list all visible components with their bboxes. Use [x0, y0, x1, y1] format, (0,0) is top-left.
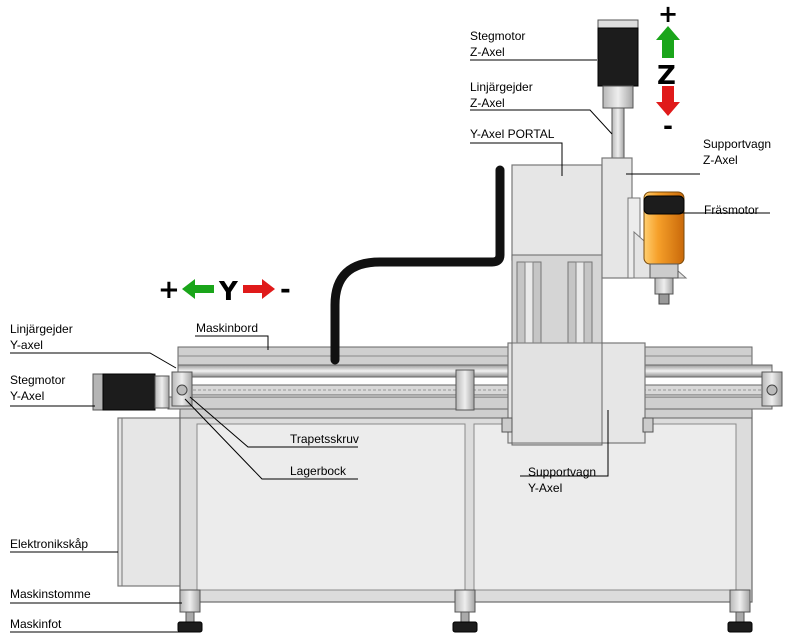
label-y-axel-portal: Y-Axel PORTAL	[470, 127, 555, 141]
arrow-right-icon	[243, 279, 275, 299]
y-minus-sign: -	[280, 275, 291, 305]
label-trapetsskruv: Trapetsskruv	[290, 432, 359, 446]
label-linjargejder-y-line2: Y-axel	[10, 338, 43, 352]
label-supportvagn-z-line1: Supportvagn	[703, 137, 771, 151]
label-maskinstomme: Maskinstomme	[10, 587, 91, 601]
label-supportvagn-y-line1: Supportvagn	[528, 465, 596, 479]
portal-head	[511, 164, 603, 261]
z-axis-indicator: + Z -	[656, 0, 680, 140]
label-linjargejder-z-line2: Z-Axel	[470, 96, 505, 110]
arrow-down-icon	[656, 86, 680, 116]
label-linjargejder-z-line1: Linjärgejder	[470, 80, 533, 94]
label-linjargejder-y-line1: Linjärgejder	[10, 322, 73, 336]
label-stegmotor-y-line2: Y-Axel	[10, 389, 44, 403]
label-stegmotor-z-line2: Z-Axel	[470, 45, 505, 59]
machine-frame	[117, 403, 753, 603]
arrow-up-icon	[656, 26, 680, 58]
foot-right	[727, 589, 753, 633]
bearing-block-middle	[455, 369, 475, 411]
y-axis-indicator: + Y -	[158, 275, 291, 307]
z-minus-sign: -	[663, 112, 673, 140]
label-maskinfot: Maskinfot	[10, 617, 62, 631]
frame-panel-left	[196, 423, 466, 591]
label-maskinbord: Maskinbord	[196, 321, 258, 335]
stepper-motor-z	[597, 27, 639, 87]
stepper-motor-y	[92, 373, 170, 411]
linear-guide-y	[177, 364, 773, 378]
label-supportvagn-y-line2: Y-Axel	[528, 481, 562, 495]
machine-table	[167, 346, 783, 411]
label-elektronikskap: Elektronikskåp	[10, 537, 88, 551]
label-frasmotor: Fräsmotor	[704, 203, 759, 217]
arrow-left-icon	[182, 279, 214, 299]
label-stegmotor-z-line1: Stegmotor	[470, 29, 525, 43]
labels: Stegmotor Z-Axel Linjärgejder Z-Axel Y-A…	[10, 29, 771, 631]
supportvagn-y-block	[507, 342, 646, 444]
foot-middle	[452, 589, 478, 633]
label-lagerbock: Lagerbock	[290, 464, 347, 478]
electronics-cabinet	[117, 417, 183, 587]
machine-feet	[177, 589, 753, 633]
cable-chain	[330, 165, 505, 365]
y-plus-sign: +	[158, 275, 180, 305]
label-supportvagn-z-line2: Z-Axel	[703, 153, 738, 167]
z-axis	[597, 19, 688, 305]
frame-panel-right	[473, 423, 737, 591]
y-portal	[501, 164, 654, 446]
label-stegmotor-y-line1: Stegmotor	[10, 373, 65, 387]
z-plus-sign: +	[658, 0, 678, 28]
y-axis-label: Y	[218, 277, 239, 307]
foot-left	[177, 589, 203, 633]
leader-lines	[10, 59, 770, 633]
z-axis-label: Z	[657, 61, 676, 91]
